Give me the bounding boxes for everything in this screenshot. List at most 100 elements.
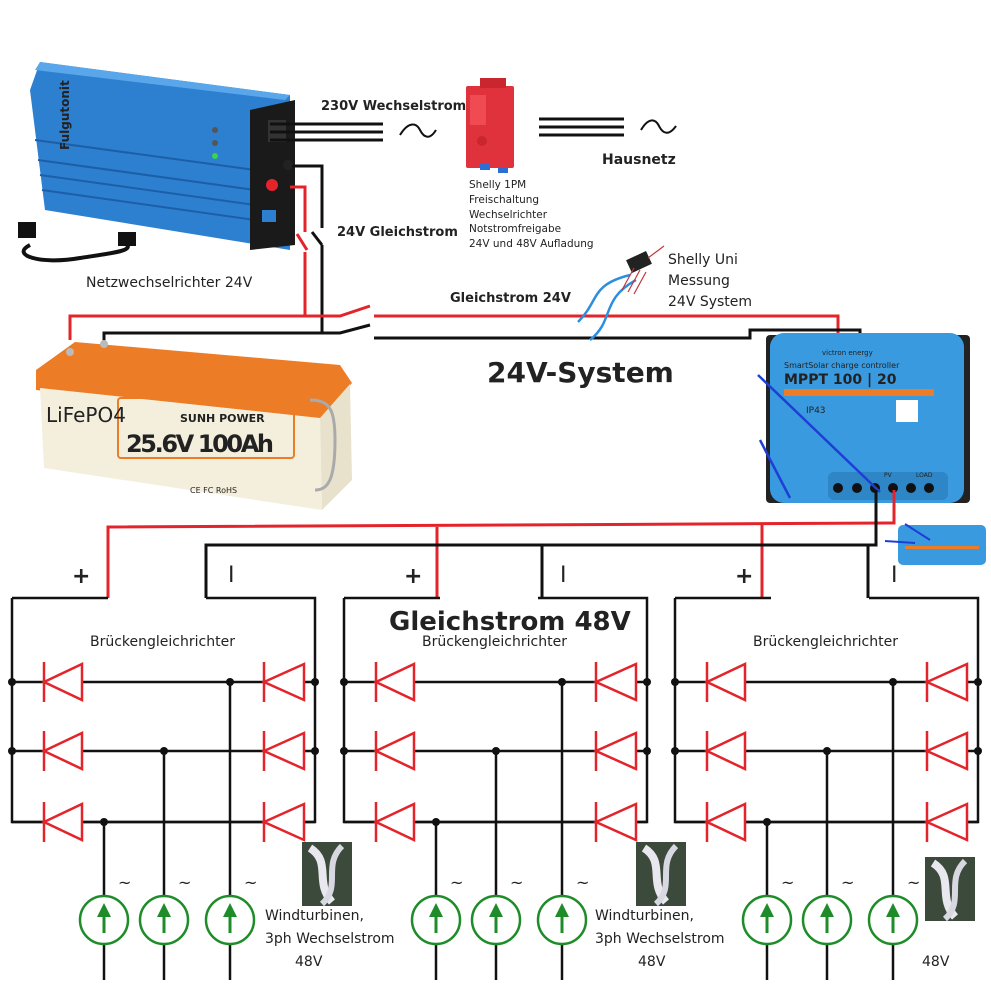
shelly-1pm-text: Shelly 1PM Freischaltung Wechselrichter …: [469, 179, 594, 250]
arrow-up-icon: [820, 903, 834, 917]
diode-icon: [923, 731, 969, 771]
battery-rating: 25.6V 100Ah: [126, 430, 274, 458]
ac-230v-label: 230V Wechselstrom: [321, 99, 466, 114]
junction-dot: [340, 747, 348, 755]
rectifier-group-1: +IBrückengleichrichter~~~Windturbinen,3p…: [8, 563, 395, 980]
tilde-icon: ~: [781, 873, 794, 892]
hausnetz-sine-icon: [640, 119, 677, 134]
arrow-up-icon: [886, 903, 900, 917]
arrow-up-icon: [223, 903, 237, 917]
grid-inverter: Fulgutonit: [18, 62, 295, 263]
dc-24v-line-label: Gleichstrom 24V: [450, 291, 571, 306]
rectifier-group-3: + I Brückengleichrichter ~ ~ ~48V: [671, 563, 982, 980]
diode-icon: [592, 731, 638, 771]
minus-label: I: [560, 563, 567, 588]
diode-icon: [923, 662, 969, 702]
tilde-icon: ~: [178, 873, 191, 892]
ac-sine-icon: [399, 123, 437, 138]
tilde-icon: ~: [576, 873, 589, 892]
dc-48v-title: Gleichstrom 48V: [389, 607, 631, 637]
diode-icon: [260, 802, 306, 842]
minus-label: I: [891, 563, 898, 588]
junction-dot: [974, 678, 982, 686]
junction-dot: [8, 678, 16, 686]
diode-icon: [260, 731, 306, 771]
turbine-blade: [653, 843, 679, 907]
battery-cert: CE FC RoHS: [190, 486, 237, 495]
turbine-label: 48V: [922, 954, 950, 970]
shelly-uni-device: [577, 245, 665, 341]
mppt-port-pv: PV: [884, 472, 893, 479]
lifepo4-battery: LiFePO4 SUNH POWER 25.6V 100Ah CE FC RoH…: [36, 340, 352, 510]
rectifier-group-2: +IBrückengleichrichter~~~Windturbinen,3p…: [340, 563, 725, 980]
arrow-up-icon: [555, 903, 569, 917]
tilde-icon: ~: [450, 873, 463, 892]
tilde-icon: ~: [244, 873, 257, 892]
turbine-label: 48V: [295, 954, 323, 970]
rectifier-groups: + I Brückengleichrichter ~ ~ ~ Windturbinen, 3p…: [8, 563, 982, 980]
arrow-up-icon: [97, 903, 111, 917]
diode-icon: [373, 662, 416, 702]
hausnetz-label: Hausnetz: [602, 152, 676, 168]
mppt-model: MPPT 100 | 20: [784, 372, 897, 388]
junction-dot: [340, 678, 348, 686]
system-24v-title: 24V-System: [487, 356, 674, 389]
junction-dot: [311, 678, 319, 686]
mppt-ip: IP43: [806, 406, 826, 416]
rectifier-title: Brückengleichrichter: [90, 634, 235, 650]
turbine-label: 3ph Wechselstrom: [595, 931, 725, 947]
diode-icon: [41, 802, 84, 842]
rectifier-title: Brückengleichrichter: [422, 634, 567, 650]
plus-label: +: [404, 564, 422, 589]
junction-dot: [974, 747, 982, 755]
diode-icon: [41, 731, 84, 771]
arrow-up-icon: [760, 903, 774, 917]
cerbo-gx-device: [884, 523, 986, 565]
shelly-1pm-device: [466, 78, 514, 173]
wind-turbine-photo: [302, 842, 352, 907]
diode-icon: [923, 802, 969, 842]
hausnetz-lines: [539, 117, 624, 137]
minus-label: I: [228, 563, 235, 588]
mppt-line1: SmartSolar charge controller: [784, 361, 900, 370]
wind-turbine-photo: [636, 842, 686, 907]
mppt-port-load: LOAD: [916, 472, 933, 479]
diode-icon: [373, 802, 416, 842]
diode-icon: [704, 802, 747, 842]
rectifier-title: Brückengleichrichter: [753, 634, 898, 650]
dc-24v-top-label: 24V Gleichstrom: [337, 225, 458, 240]
turbine-blade: [942, 858, 968, 922]
wind-turbine-photo: [925, 857, 975, 922]
diode-icon: [592, 802, 638, 842]
turbine-blade: [319, 843, 345, 907]
junction-dot: [8, 747, 16, 755]
mppt-charge-controller: victron energy SmartSolar charge control…: [757, 333, 970, 503]
inverter-brand: Fulgutonit: [58, 80, 72, 150]
inverter-label: Netzwechselrichter 24V: [86, 275, 253, 291]
diode-icon: [41, 662, 84, 702]
turbine-label: Windturbinen,: [265, 908, 364, 924]
battery-brand: SUNH POWER: [180, 412, 265, 425]
diode-icon: [704, 731, 747, 771]
battery-chemistry: LiFePO4: [46, 403, 126, 427]
tilde-icon: ~: [841, 873, 854, 892]
plus-label: +: [72, 564, 90, 589]
diode-icon: [373, 731, 416, 771]
diode-icon: [260, 662, 306, 702]
turbine-label: 48V: [638, 954, 666, 970]
junction-dot: [311, 747, 319, 755]
tilde-icon: ~: [510, 873, 523, 892]
dc-48v-bus: [106, 490, 896, 598]
arrow-up-icon: [489, 903, 503, 917]
plug-icon: [18, 222, 36, 238]
dc-24v-inverter-wires: [290, 164, 324, 333]
shelly-uni-text: Shelly Uni Messung 24V System: [668, 252, 752, 310]
junction-dot: [671, 747, 679, 755]
junction-dot: [643, 678, 651, 686]
tilde-icon: ~: [907, 873, 920, 892]
junction-dot: [643, 747, 651, 755]
junction-dot: [671, 678, 679, 686]
plus-label: +: [735, 564, 753, 589]
arrow-up-icon: [429, 903, 443, 917]
